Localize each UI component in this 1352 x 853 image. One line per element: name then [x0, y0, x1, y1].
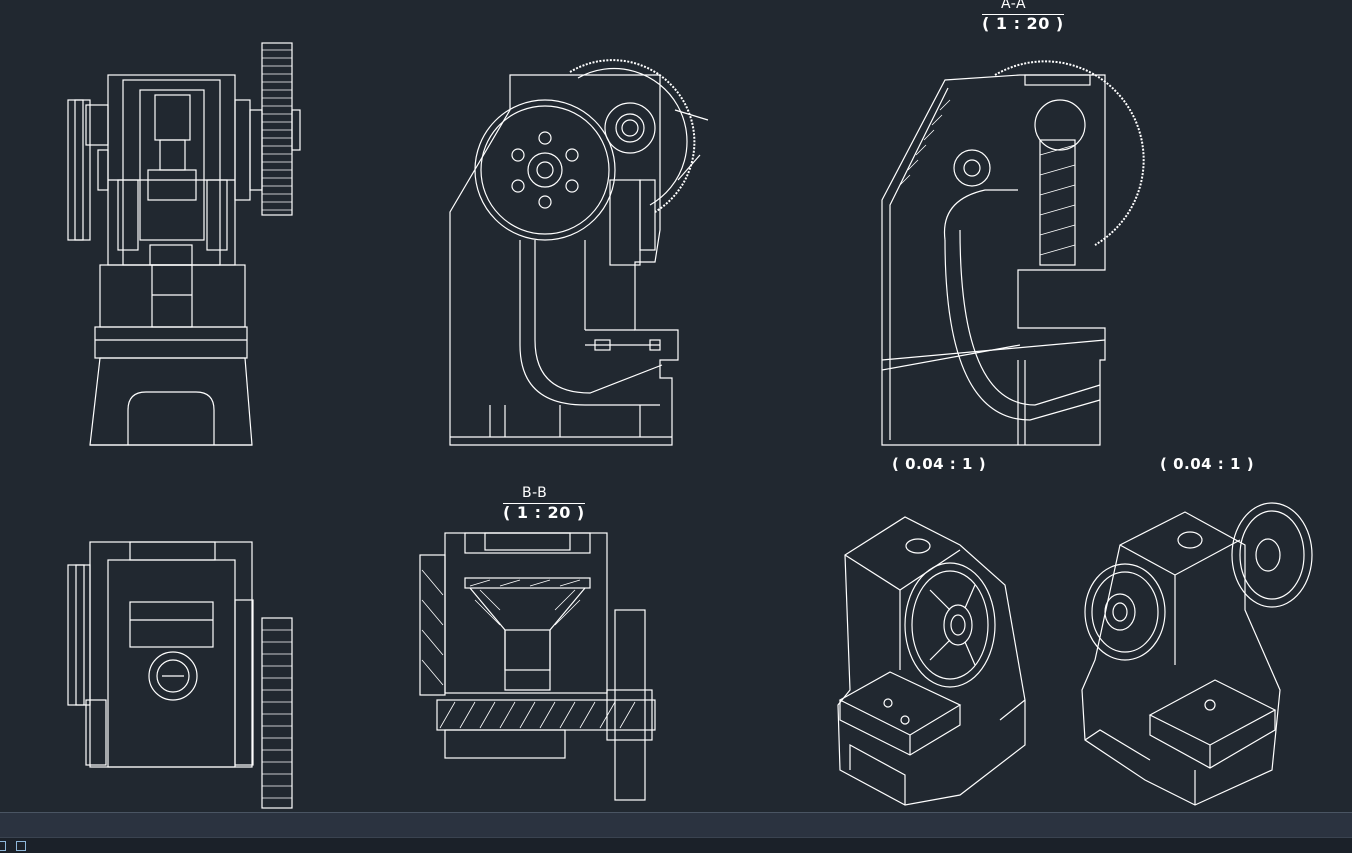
top-view[interactable] — [67, 541, 293, 809]
section-bb-view[interactable] — [419, 532, 656, 801]
drawing-canvas[interactable] — [0, 0, 1352, 812]
isometric-view-right[interactable] — [1081, 502, 1313, 806]
section-bb-scale: ( 1 : 20 ) — [503, 503, 585, 522]
section-aa-scale: ( 1 : 20 ) — [982, 14, 1064, 33]
isometric-view-left[interactable] — [837, 516, 1026, 806]
command-line[interactable] — [0, 812, 1352, 837]
iso-right-scale: ( 0.04 : 1 ) — [1160, 455, 1255, 473]
section-aa-title: A-A — [1001, 0, 1027, 12]
section-aa-view[interactable] — [881, 60, 1145, 446]
section-bb-title: B-B — [522, 485, 548, 501]
front-view[interactable] — [67, 42, 301, 446]
side-view[interactable] — [449, 59, 709, 446]
model-space-icon[interactable] — [0, 841, 6, 851]
iso-left-scale: ( 0.04 : 1 ) — [892, 455, 987, 473]
viewport-icon[interactable] — [16, 841, 26, 851]
status-bar — [0, 837, 1352, 853]
